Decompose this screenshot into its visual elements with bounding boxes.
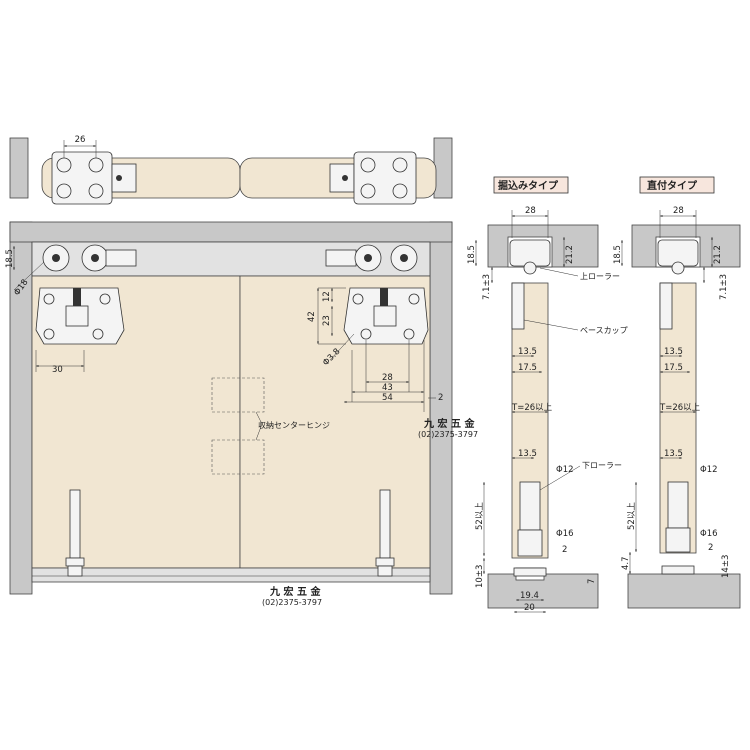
lower-guide-right — [375, 489, 395, 577]
rec-dim-21-2: 21.2 — [565, 245, 575, 264]
rec-base-cup: ベースカップ — [580, 326, 628, 335]
watermark-phone-2: (02)2375-3797 — [262, 598, 322, 607]
rec-dim-7-1: 7.1±3 — [482, 274, 492, 300]
rec-dim-28: 28 — [525, 206, 536, 216]
dim-28: 28 — [382, 373, 393, 383]
front-view: 収納センターヒンジ 18.5 Φ18 30 42 12 23 Φ3.8 — [5, 221, 478, 607]
dir-dim-2: 2 — [708, 543, 713, 553]
dir-dim-52: 52以上 — [627, 502, 637, 530]
title-box-recessed — [493, 176, 569, 194]
dir-dim-21-2: 21.2 — [713, 245, 723, 264]
dim-12: 12 — [322, 291, 332, 302]
roller-assembly-top-right — [329, 151, 417, 205]
rec-dim-20: 20 — [524, 603, 535, 613]
upper-roller-right — [325, 244, 418, 272]
rec-dim-dia16: Φ16 — [556, 529, 574, 539]
dir-dim-18-5: 18.5 — [613, 245, 623, 264]
hinge-recess-upper — [211, 377, 265, 413]
floor-rail — [31, 567, 431, 583]
dir-dim-dia12: Φ12 — [700, 465, 718, 475]
dir-dim-14: 14±3 — [721, 555, 731, 578]
base-cup-recessed — [511, 282, 525, 330]
base-cup-plate-left — [35, 287, 125, 345]
label-center-hinge: 収納センターヒンジ — [258, 420, 330, 430]
lower-roller-direct — [667, 481, 689, 529]
floor-direct — [627, 573, 741, 609]
rec-dim-52: 52以上 — [475, 502, 485, 530]
dim-26: 26 — [75, 135, 86, 145]
dim-2: 2 — [438, 393, 443, 403]
dir-dim-T: T=26以上 — [659, 403, 701, 413]
title-box-direct — [639, 176, 715, 194]
rec-dim-13-5a: 13.5 — [518, 347, 537, 357]
dir-dim-13-5b: 13.5 — [664, 449, 683, 459]
dir-dim-4-7: 4.7 — [621, 556, 631, 570]
frame-right — [429, 221, 453, 595]
dim-23: 23 — [322, 315, 332, 326]
top-view: 26 — [9, 135, 453, 205]
title-recessed: 掘込みタイプ — [498, 179, 559, 192]
upper-roller-left — [42, 244, 137, 272]
hinge-recess-lower — [211, 439, 265, 475]
rec-upper-roller: 上ローラー — [580, 272, 620, 281]
rec-dim-18-5: 18.5 — [467, 245, 477, 264]
dir-dim-28: 28 — [673, 206, 684, 216]
watermark-phone-1: (02)2375-3797 — [418, 430, 478, 439]
section-recessed-type: 掘込みタイプ 28 18.5 21.2 7.1±3 上ローラー ベースカップ 1… — [467, 176, 628, 613]
dim-54: 54 — [382, 393, 393, 403]
title-direct: 直付タイプ — [647, 179, 698, 192]
dir-dim-13-5a: 13.5 — [664, 347, 683, 357]
dim-42: 42 — [307, 311, 317, 322]
wall-right-top — [433, 137, 453, 199]
rec-dim-T: T=26以上 — [511, 403, 553, 413]
base-cup-direct — [659, 282, 673, 330]
dir-dim-17-5: 17.5 — [664, 363, 683, 373]
roller-assembly-top-left — [51, 151, 137, 205]
dir-dim-7-1: 7.1±3 — [719, 274, 729, 300]
rec-dim-17-5: 17.5 — [518, 363, 537, 373]
dim-18-5: 18.5 — [5, 249, 15, 268]
watermark-name-2: 九 宏 五 金 — [269, 585, 321, 598]
rec-dim-10: 10±3 — [475, 565, 485, 588]
dim-30: 30 — [52, 365, 63, 375]
wall-left-top — [9, 137, 29, 199]
rec-dim-dia12: Φ12 — [556, 465, 574, 475]
base-cup-plate-right — [343, 287, 429, 345]
watermark-name-1: 九 宏 五 金 — [423, 417, 475, 430]
rec-dim-7: 7 — [587, 579, 597, 584]
dir-dim-dia16: Φ16 — [700, 529, 718, 539]
lower-roller-recessed — [519, 481, 541, 531]
dim-43: 43 — [382, 383, 393, 393]
section-direct-type: 直付タイプ 28 18.5 21.2 7.1±3 13.5 17.5 T=26以… — [613, 176, 741, 609]
rec-lower-roller: 下ローラー — [582, 461, 622, 470]
frame-top — [9, 221, 453, 243]
rec-dim-19-4: 19.4 — [520, 591, 539, 601]
rec-dim-2: 2 — [562, 545, 567, 555]
lower-guide-left — [65, 489, 85, 577]
rec-dim-13-5b: 13.5 — [518, 449, 537, 459]
